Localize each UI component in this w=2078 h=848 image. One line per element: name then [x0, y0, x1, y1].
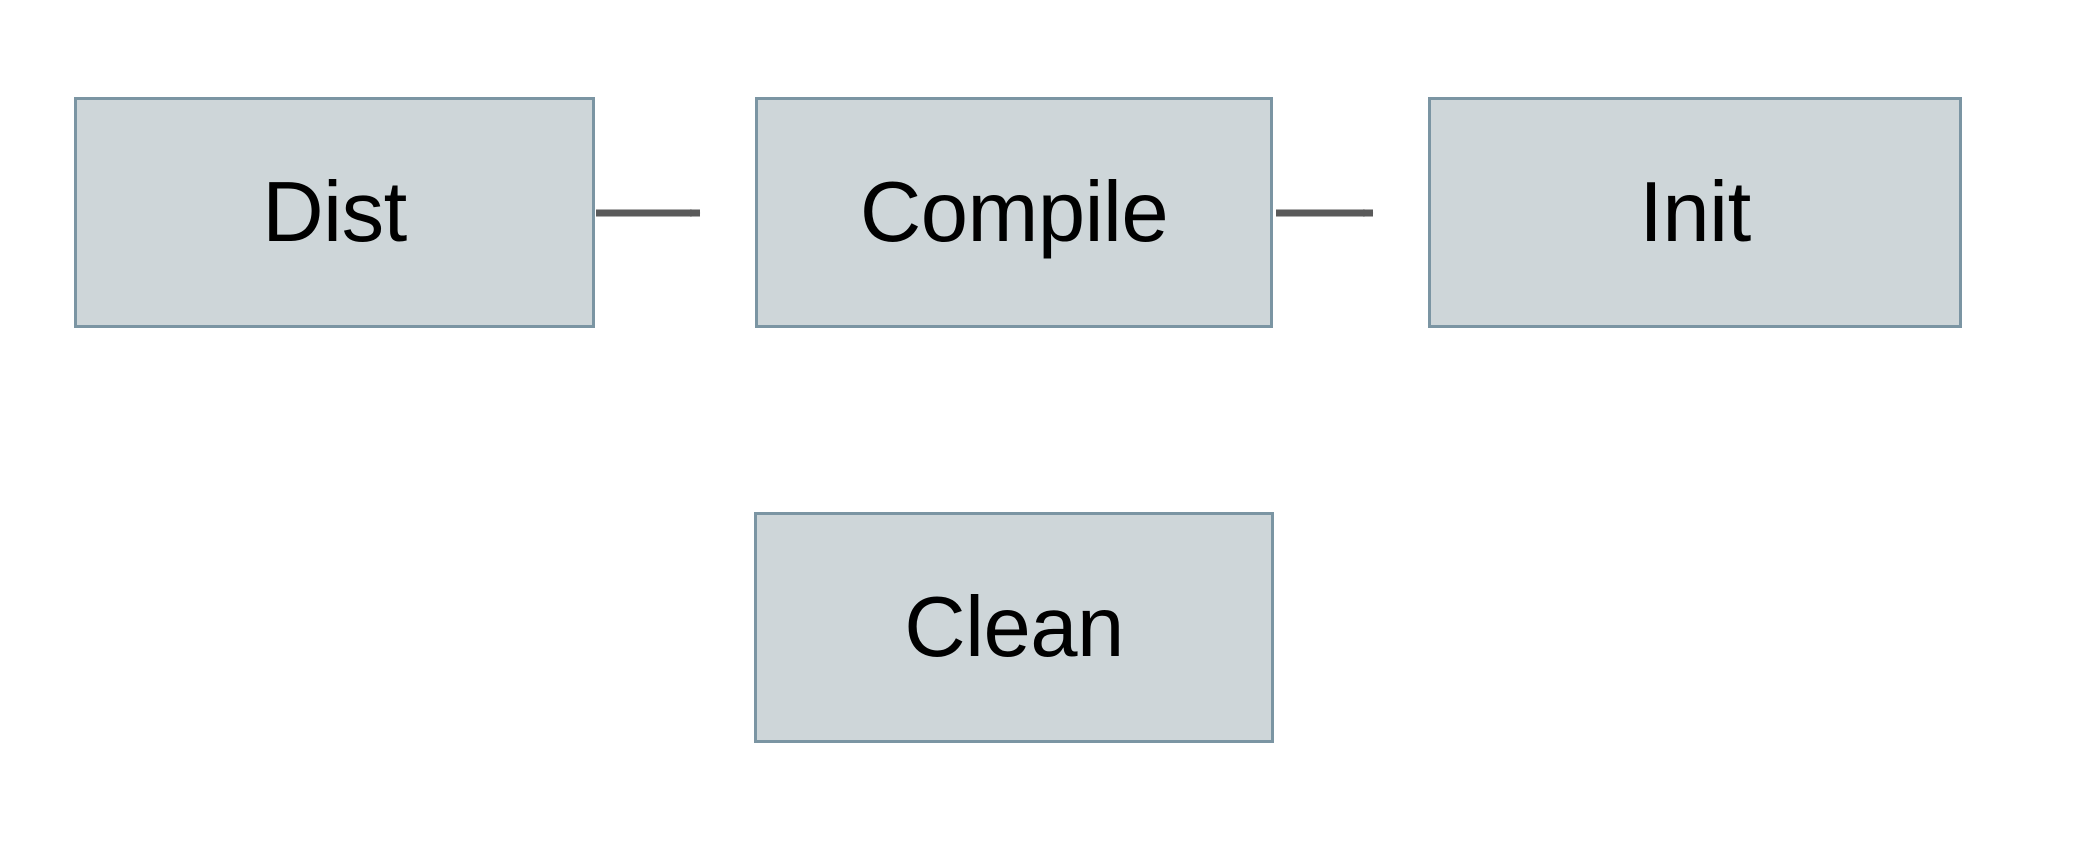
edge-compile-to-init-hitarea[interactable] — [1276, 193, 1429, 233]
node-dist-label: Dist — [262, 165, 407, 260]
node-clean-label: Clean — [904, 580, 1124, 675]
node-clean[interactable]: Clean — [754, 512, 1274, 743]
node-dist[interactable]: Dist — [74, 97, 595, 328]
node-compile[interactable]: Compile — [755, 97, 1273, 328]
node-init-label: Init — [1639, 165, 1751, 260]
node-compile-label: Compile — [859, 165, 1169, 260]
edge-dist-to-compile-hitarea[interactable] — [596, 193, 756, 233]
node-init[interactable]: Init — [1428, 97, 1962, 328]
